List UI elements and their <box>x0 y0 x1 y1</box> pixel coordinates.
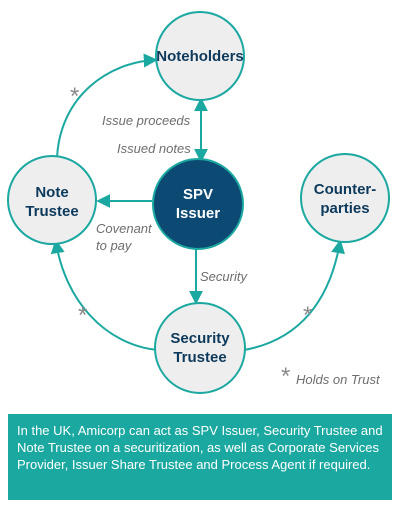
counterparties-label-line2: parties <box>320 200 369 217</box>
legend-text: Holds on Trust <box>296 372 381 387</box>
footnote-box: In the UK, Amicorp can act as SPV Issuer… <box>8 414 392 500</box>
noteholders-label: Noteholders <box>156 48 244 65</box>
spv-issuer-label-line1: SPV <box>183 186 213 203</box>
trust-asterisk-counterparties: * <box>303 302 312 329</box>
node-noteholders: Noteholders <box>155 11 245 101</box>
securitization-diagram: Noteholders Note Trustee SPV Issuer Coun… <box>7 11 390 394</box>
covenant-label-line2: to pay <box>96 238 133 253</box>
node-counterparties: Counter- parties <box>300 153 390 243</box>
node-spv-issuer: SPV Issuer <box>152 158 244 250</box>
note-trustee-label-line1: Note <box>35 184 68 201</box>
issued-notes-label: Issued notes <box>117 141 191 156</box>
spv-issuer-label-line2: Issuer <box>176 205 220 222</box>
security-trustee-label-line2: Trustee <box>173 349 226 366</box>
security-trustee-label-line1: Security <box>170 330 230 347</box>
issue-proceeds-label: Issue proceeds <box>102 113 191 128</box>
legend-asterisk: * <box>281 363 290 390</box>
trust-asterisk-noteholders: * <box>70 83 79 110</box>
curve-security-trustee-to-note-trustee <box>50 239 159 351</box>
counterparties-label-line1: Counter- <box>314 181 377 198</box>
curve-note-trustee-to-noteholders <box>56 53 158 159</box>
node-note-trustee: Note Trustee <box>7 155 97 245</box>
node-security-trustee: Security Trustee <box>154 302 246 394</box>
trust-asterisk-note-trustee: * <box>78 302 87 329</box>
covenant-label-line1: Covenant <box>96 221 153 236</box>
note-trustee-label-line2: Trustee <box>25 203 78 220</box>
security-edge-label: Security <box>200 269 248 284</box>
curve-security-trustee-to-counterparties <box>243 239 345 351</box>
